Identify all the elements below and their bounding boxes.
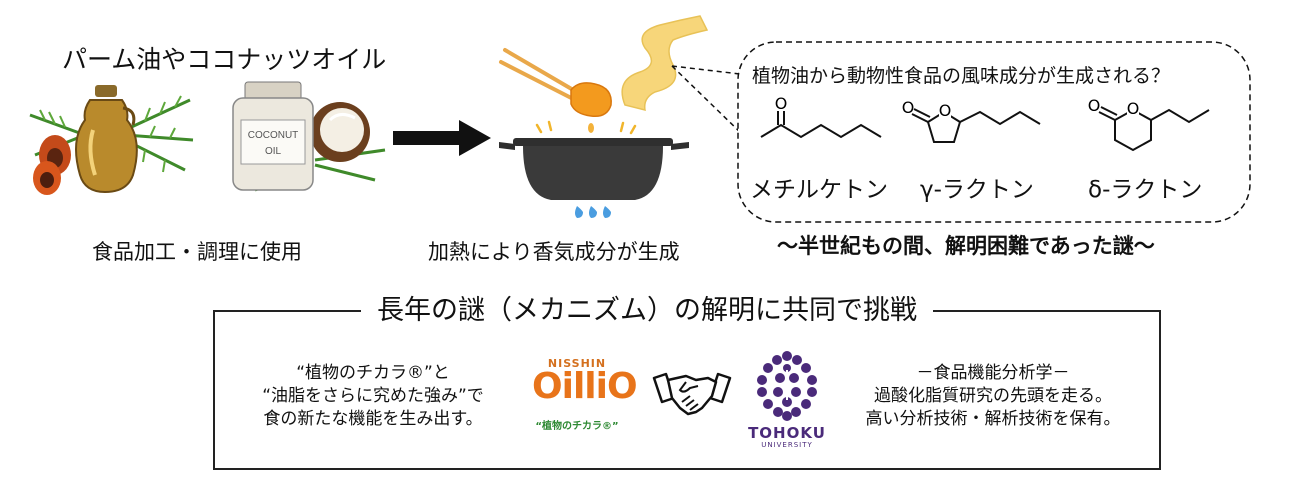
carbonyl-oxygen-label: O (1088, 96, 1101, 115)
palm-fruit-icon (33, 135, 71, 195)
carbonyl-oxygen-label: O (902, 98, 915, 117)
bottle-label-line1: COCONUT (248, 130, 299, 141)
tohoku-desc-line: －食品機能分析学－ (916, 363, 1070, 383)
nisshin-logo-tagline: “植物のチカラ®” (535, 421, 619, 432)
coconut-oil-illustration: COCONUT OIL (232, 81, 386, 192)
oil-jar-icon (75, 85, 138, 194)
tohoku-desc-line: 過酸化脂質研究の先頭を走る。 (874, 386, 1112, 406)
nisshin-logo-brand: NISSHIN (547, 357, 607, 370)
collaboration-title-wrap: 長年の謎（メカニズム）の解明に共同で挑戦 (0, 288, 1294, 327)
nisshin-desc-line: “植物のチカラ®”と (296, 363, 450, 383)
fried-food-icon (570, 82, 612, 133)
tohoku-logo-emblem (757, 351, 817, 421)
oils-title: パーム油やココナッツオイル (62, 45, 387, 74)
methyl-ketone-structure: O (760, 95, 882, 139)
tohoku-description: －食品機能分析学－ 過酸化脂質研究の先頭を走る。 高い分析技術・解析技術を保有。 (848, 362, 1138, 431)
cooking-illustration (499, 15, 709, 218)
use-caption: 食品加工・調理に使用 (92, 240, 302, 264)
nisshin-desc-line: 食の新たな機能を生み出す。 (263, 409, 483, 429)
nisshin-description: “植物のチカラ®”と “油脂をさらに究めた強み”で 食の新たな機能を生み出す。 (232, 362, 514, 431)
gamma-lactone-label: γ-ラクトン (920, 177, 1034, 203)
mystery-caption: ～半世紀もの間、解明困難であった謎～ (777, 234, 1155, 258)
bottle-label-line2: OIL (265, 146, 282, 157)
sizzle-marks-icon (535, 120, 637, 135)
question-caption: 植物油から動物性食品の風味成分が生成される？ (752, 65, 1171, 87)
coconut-icon (310, 102, 370, 162)
pot-icon (499, 138, 689, 200)
nisshin-logo-word: OilliO (532, 366, 638, 407)
arrow-right-icon (393, 120, 491, 156)
methyl-ketone-label: メチルケトン (750, 177, 888, 203)
heat-caption: 加熱により香気成分が生成 (428, 240, 680, 264)
thought-bubble (671, 41, 1251, 223)
tohoku-desc-line: 高い分析技術・解析技術を保有。 (865, 409, 1121, 429)
gamma-lactone-structure: O O (902, 98, 1041, 143)
gas-flame-icon (575, 206, 611, 218)
collaboration-title: 長年の謎（メカニズム）の解明に共同で挑戦 (361, 295, 933, 326)
palm-oil-illustration (29, 85, 194, 195)
nisshin-desc-line: “油脂をさらに究めた強み”で (262, 386, 484, 406)
delta-lactone-structure: O O (1088, 96, 1210, 152)
tohoku-logo-word: TOHOKU (748, 424, 826, 442)
handshake-icon (652, 372, 732, 416)
coconut-oil-bottle-icon: COCONUT OIL (232, 81, 314, 191)
steam-icon (621, 15, 709, 112)
tohoku-logo-sub: UNIVERSITY (761, 441, 813, 449)
ring-oxygen-label: O (939, 101, 952, 120)
ring-oxygen-label: O (1127, 99, 1140, 118)
delta-lactone-label: δ-ラクトン (1088, 177, 1203, 203)
oxygen-label: O (775, 95, 788, 113)
